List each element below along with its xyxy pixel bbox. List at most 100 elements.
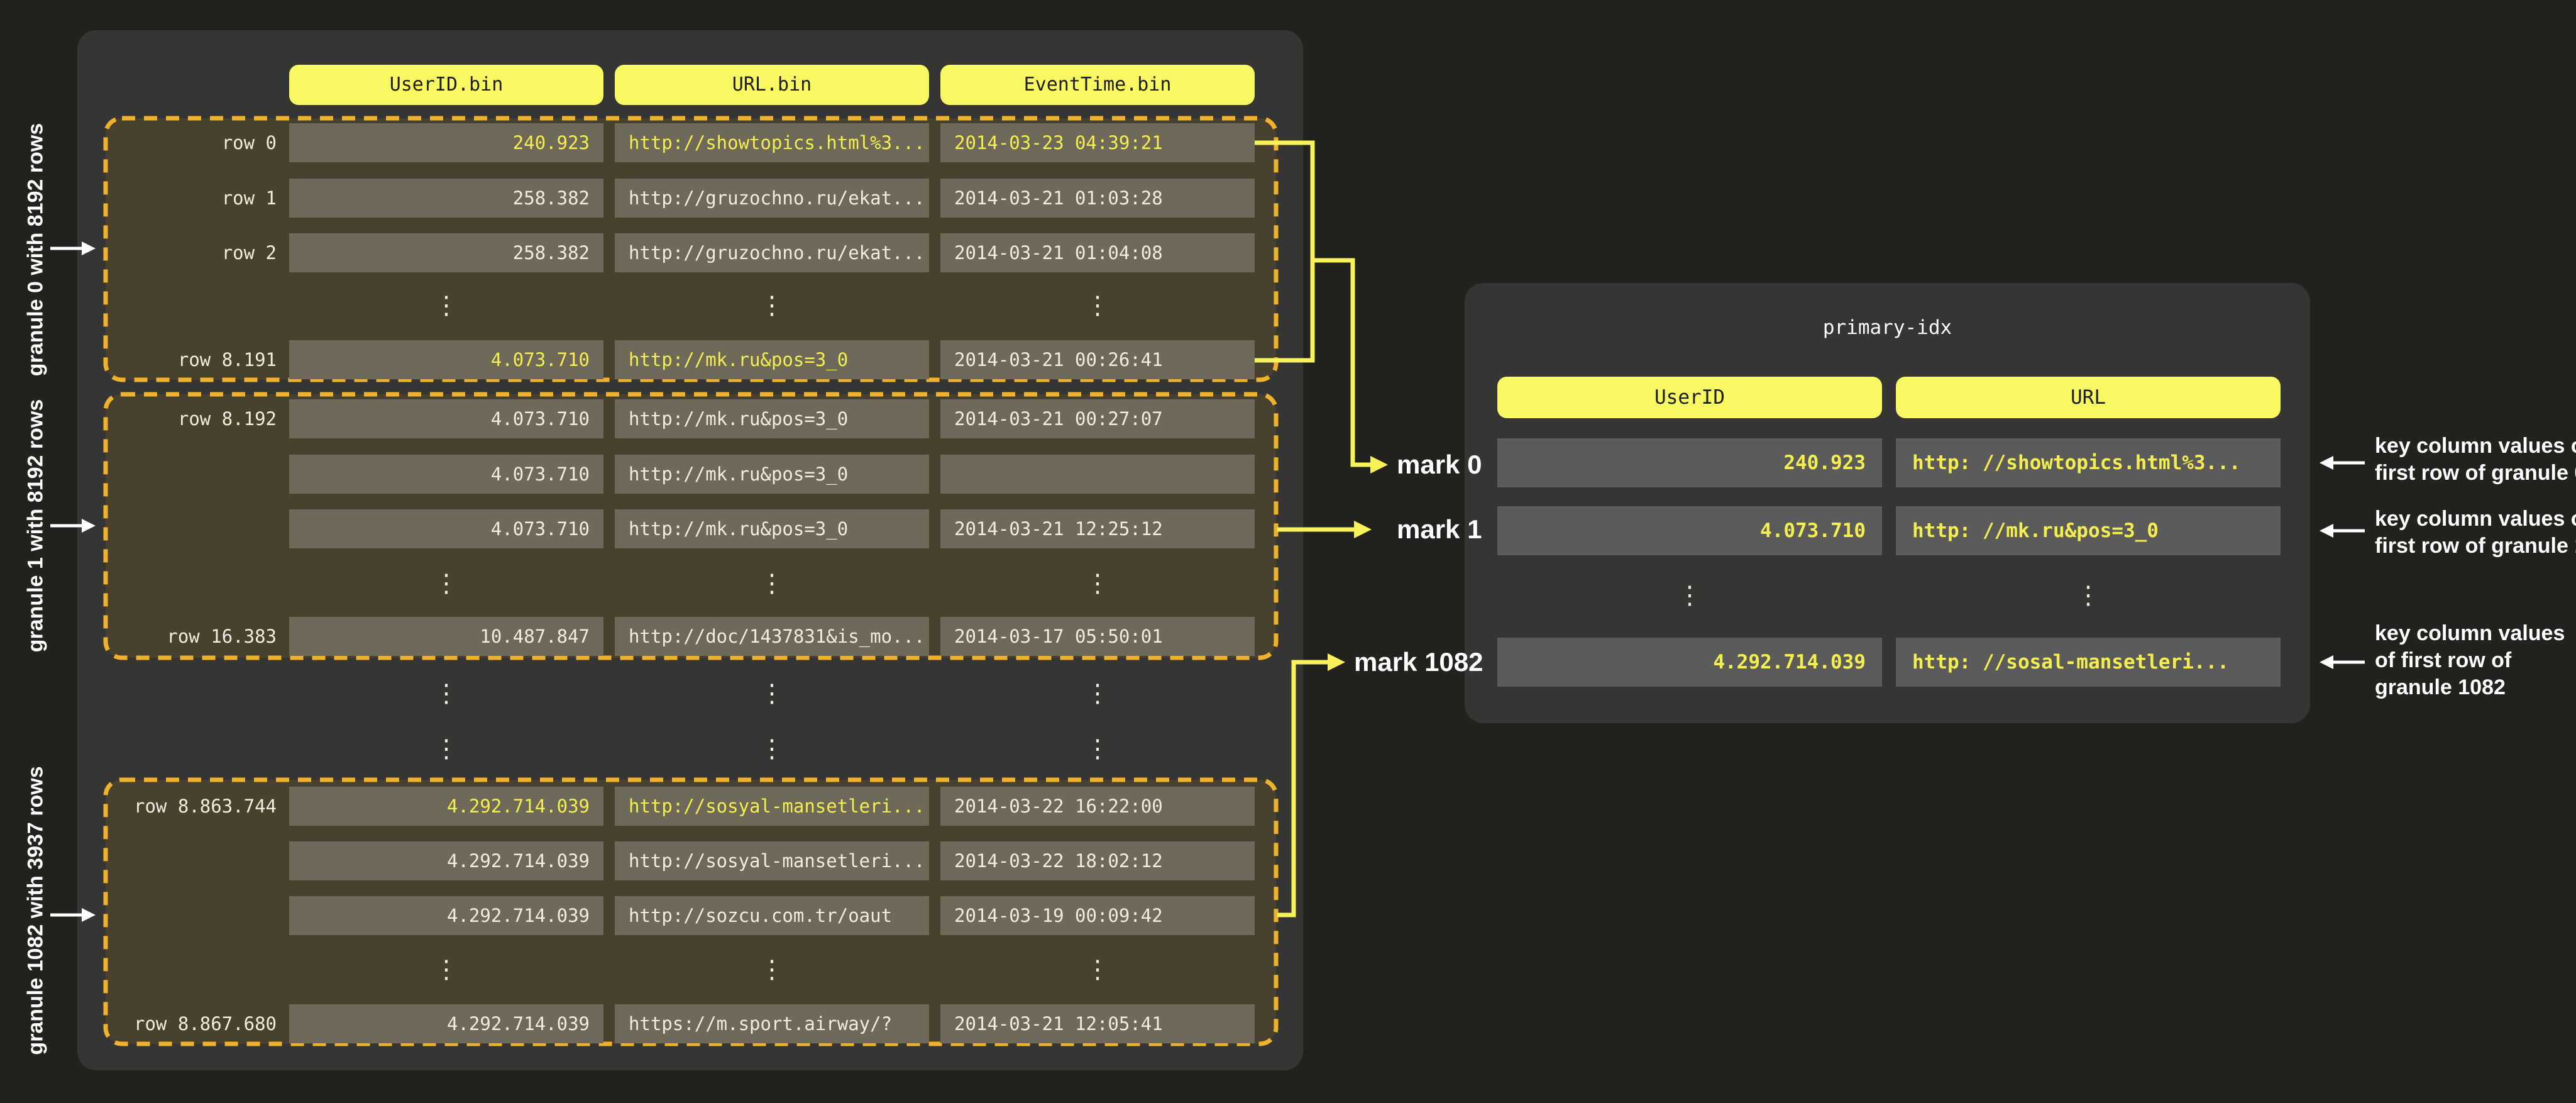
granule-1082-arrowhead-icon	[82, 908, 96, 922]
index-userid-cell: 4.292.714.039	[1497, 638, 1882, 687]
annotation-line: granule 1082	[2375, 675, 2506, 699]
userid-cell: 10.487.847	[289, 617, 603, 656]
mark-1082-label: mark 1082	[1354, 647, 1483, 677]
annotation-line: first row of granule 0	[2375, 461, 2576, 485]
ellipsis-dots: ⋮	[434, 569, 459, 598]
url-cell: http://doc/1437831&is_mo...	[615, 617, 929, 656]
row-label: row 0	[221, 132, 277, 153]
annotation-granule-1082: key column values of first row of granul…	[2375, 620, 2565, 701]
column-header-userid-bin: UserID.bin	[289, 65, 603, 105]
index-userid-cell: 4.073.710	[1497, 506, 1882, 555]
ellipsis-dots: ⋮	[759, 679, 784, 708]
userid-cell: 4.073.710	[289, 340, 603, 379]
annotation-granule-0: key column values of first row of granul…	[2375, 433, 2576, 487]
row-label: row 1	[221, 187, 277, 209]
userid-cell: 240.923	[289, 123, 603, 162]
mark-0-connector-line	[1313, 258, 1370, 467]
ellipsis-dots: ⋮	[759, 955, 784, 984]
row-label: row 16.383	[167, 626, 277, 647]
primary-index-title: primary-idx	[1822, 316, 1952, 339]
eventtime-cell: 2014-03-22 18:02:12	[940, 841, 1255, 880]
row-label: row 2	[221, 242, 277, 263]
eventtime-cell: 2014-03-21 12:05:41	[940, 1004, 1255, 1043]
eventtime-cell: 2014-03-21 12:25:12	[940, 509, 1255, 548]
mark-0-bracket-line	[1255, 140, 1315, 363]
url-cell: https://m.sport.airway/?	[615, 1004, 929, 1043]
index-userid-cell: 240.923	[1497, 438, 1882, 487]
annotation-arrows	[2333, 461, 2365, 664]
granule-0-side-label: granule 0 with 8192 rows	[23, 123, 48, 377]
ellipsis-dots: ⋮	[759, 291, 784, 320]
granule-0-arrowhead-icon	[82, 241, 96, 255]
mark-1082-arrowhead-icon	[1328, 653, 1345, 671]
userid-cell: 4.292.714.039	[289, 1004, 603, 1043]
ellipsis-dots: ⋮	[1085, 291, 1110, 320]
row-label: row 8.192	[177, 408, 277, 430]
annotation-line: key column values	[2375, 621, 2565, 645]
index-column-header-userid: UserID	[1497, 377, 1882, 418]
ellipsis-dots: ⋮	[434, 291, 459, 320]
annotation-line: of first row of	[2375, 648, 2512, 672]
granule-1-side-label: granule 1 with 8192 rows	[23, 399, 48, 653]
userid-cell: 258.382	[289, 179, 603, 218]
userid-cell: 4.073.710	[289, 455, 603, 494]
row-label: row 8.863.744	[134, 795, 277, 817]
ellipsis-dots: ⋮	[1085, 569, 1110, 598]
granule-1082-side-label: granule 1082 with 3937 rows	[23, 766, 48, 1055]
granule-1-arrowhead-icon	[82, 519, 96, 533]
userid-cell: 4.292.714.039	[289, 841, 603, 880]
mark-1082-connector-line	[1277, 660, 1328, 917]
row-label: row 8.191	[177, 349, 277, 370]
ellipsis-dots: ⋮	[759, 734, 784, 763]
ellipsis-dots: ⋮	[434, 679, 459, 708]
annotation-line: key column values of	[2375, 507, 2576, 531]
index-url-cell: http: //showtopics.html%3...	[1896, 438, 2281, 487]
userid-cell: 4.292.714.039	[289, 787, 603, 826]
url-cell: http://mk.ru&pos=3_0	[615, 340, 929, 379]
eventtime-cell: 2014-03-21 00:27:07	[940, 399, 1255, 438]
url-cell: http://gruzochno.ru/ekat...	[615, 179, 929, 218]
index-url-cell: http: //sosal-mansetleri...	[1896, 638, 2281, 687]
userid-cell: 4.292.714.039	[289, 896, 603, 935]
mark-1-arrowhead-icon	[1354, 521, 1372, 538]
index-column-header-url: URL	[1896, 377, 2281, 418]
url-cell: http://mk.ru&pos=3_0	[615, 455, 929, 494]
annotation-0-arrowhead-icon	[2320, 456, 2333, 470]
column-header-eventtime-bin: EventTime.bin	[940, 65, 1255, 105]
url-cell: http://sosyal-mansetleri...	[615, 841, 929, 880]
column-header-url-bin: URL.bin	[615, 65, 929, 105]
eventtime-cell: 2014-03-22 16:22:00	[940, 787, 1255, 826]
granule-label-arrows	[50, 247, 82, 917]
ellipsis-dots: ⋮	[1085, 955, 1110, 984]
annotation-1-arrowhead-icon	[2320, 524, 2333, 538]
annotation-line: first row of granule 1	[2375, 534, 2576, 558]
url-cell: http://gruzochno.ru/ekat...	[615, 233, 929, 272]
annotation-granule-1: key column values of first row of granul…	[2375, 506, 2576, 560]
ellipsis-dots: ⋮	[1677, 581, 1702, 610]
ellipsis-dots: ⋮	[1085, 734, 1110, 763]
index-url-cell: http: //mk.ru&pos=3_0	[1896, 506, 2281, 555]
eventtime-cell: 2014-03-19 00:09:42	[940, 896, 1255, 935]
eventtime-cell: 2014-03-21 00:26:41	[940, 340, 1255, 379]
ellipsis-dots: ⋮	[434, 734, 459, 763]
url-cell: http://sozcu.com.tr/oaut	[615, 896, 929, 935]
ellipsis-dots: ⋮	[759, 569, 784, 598]
userid-cell: 258.382	[289, 233, 603, 272]
url-cell: http://mk.ru&pos=3_0	[615, 509, 929, 548]
eventtime-cell	[940, 455, 1255, 494]
url-cell: http://sosyal-mansetleri...	[615, 787, 929, 826]
eventtime-cell: 2014-03-17 05:50:01	[940, 617, 1255, 656]
mark-0-label: mark 0	[1397, 450, 1482, 479]
annotation-line: key column values of	[2375, 434, 2576, 458]
userid-cell: 4.073.710	[289, 399, 603, 438]
mark-0-arrowhead-icon	[1370, 456, 1388, 474]
ellipsis-dots: ⋮	[1085, 679, 1110, 708]
annotation-2-arrowhead-icon	[2320, 655, 2333, 669]
url-cell: http://showtopics.html%3...	[615, 123, 929, 162]
mark-1-label: mark 1	[1397, 514, 1482, 544]
eventtime-cell: 2014-03-21 01:04:08	[940, 233, 1255, 272]
url-cell: http://mk.ru&pos=3_0	[615, 399, 929, 438]
row-label: row 8.867.680	[134, 1013, 277, 1034]
ellipsis-dots: ⋮	[434, 955, 459, 984]
